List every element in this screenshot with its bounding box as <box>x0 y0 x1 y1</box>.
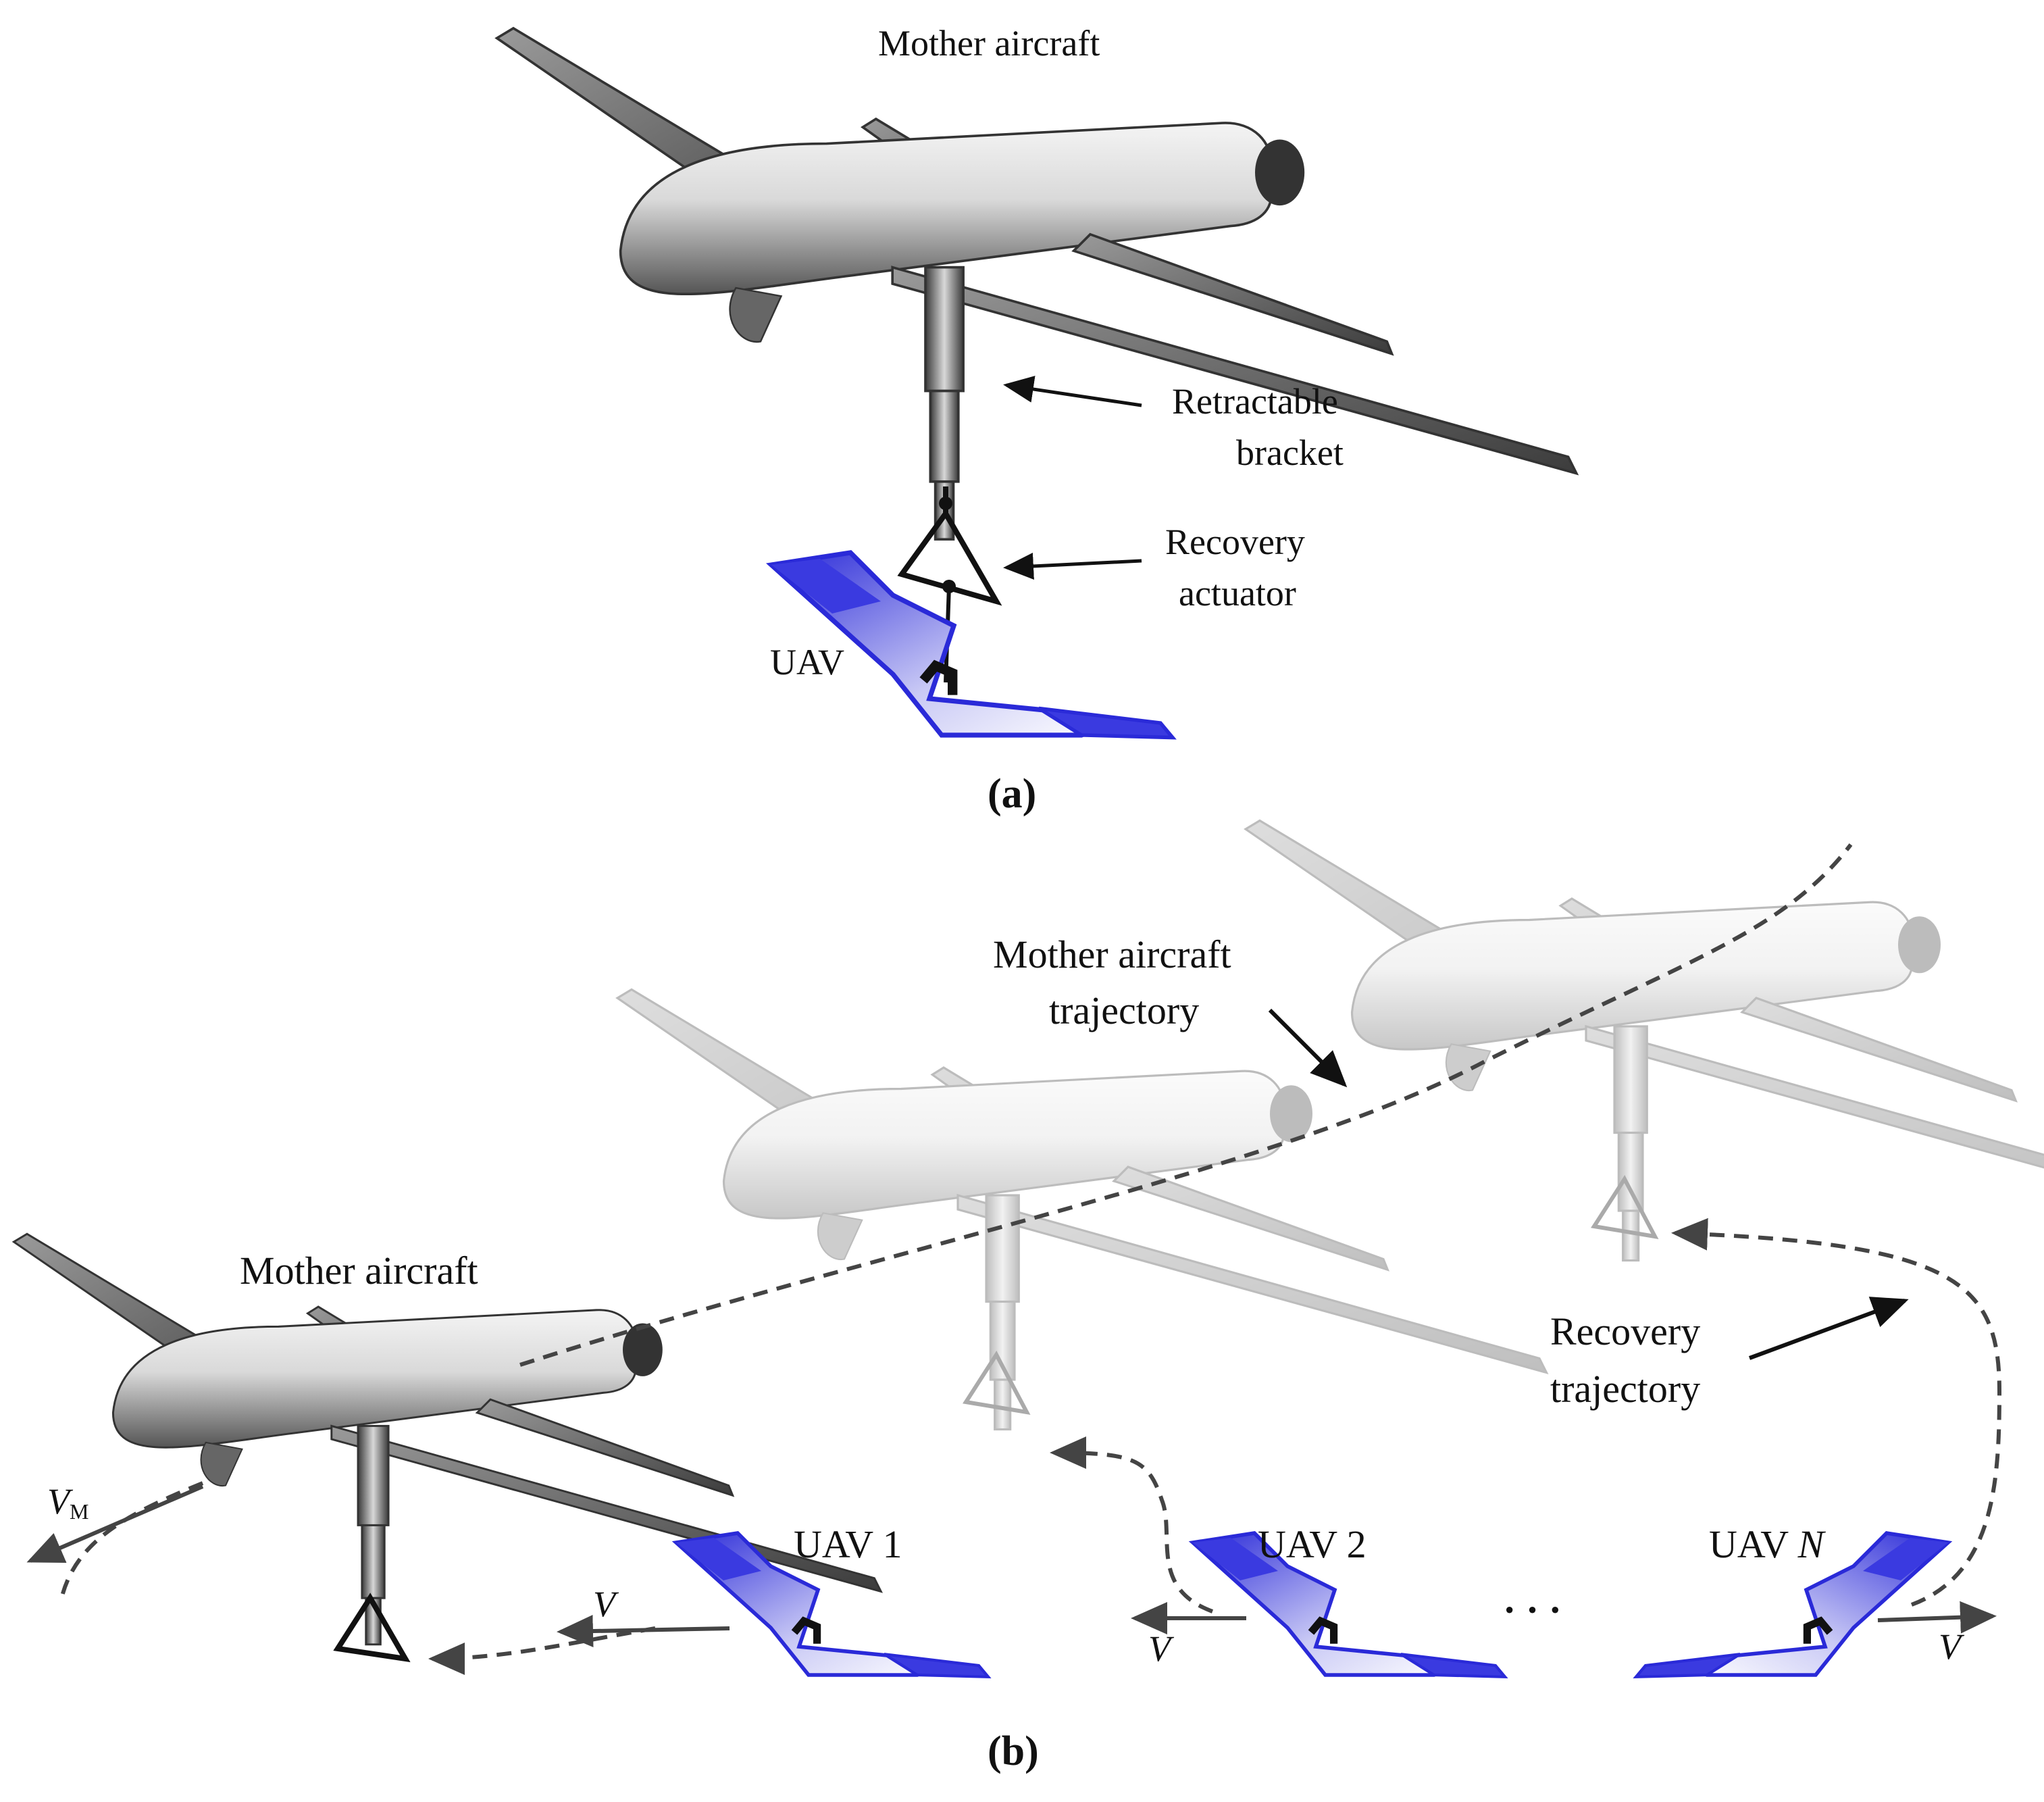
retractable-label-1: Retractable <box>1172 381 1338 422</box>
panel-b-caption: (b) <box>988 1728 1039 1774</box>
mother-trajectory-arrow <box>1268 1008 1348 1088</box>
recovery-actuator-label-2: actuator <box>1179 573 1296 614</box>
uav-ellipsis: · · · <box>1503 1588 1562 1632</box>
panel-a: Mother aircraft Retractable bracket Reco… <box>495 23 1578 817</box>
recovery-actuator-label-1: Recovery <box>1165 522 1305 562</box>
mother-aircraft-b-label: Mother aircraft <box>240 1249 478 1293</box>
mother-aircraft-a-icon <box>495 26 1578 541</box>
panel-b: Mother aircraft trajectory Mother aircra… <box>12 819 2044 1774</box>
v-label-1: V <box>593 1584 619 1624</box>
recovery-trajectory-arrow <box>1748 1297 1909 1360</box>
recovery-actuator-arrow <box>1003 553 1142 580</box>
vm-label: VM <box>47 1481 88 1524</box>
v-label-n: V <box>1939 1626 1965 1667</box>
recovery-path-n <box>1671 1218 2002 1607</box>
retractable-bracket-arrow <box>1003 376 1142 407</box>
uav-a-label: UAV <box>770 642 844 682</box>
recovery-actuator-b-icon <box>333 1593 411 1663</box>
mother-trajectory-label-2: trajectory <box>1049 988 1199 1032</box>
mother-trajectory-path <box>519 843 1853 1367</box>
vm-arrow <box>26 1484 204 1563</box>
uav-2-label: UAV 2 <box>1258 1522 1366 1566</box>
uav-1-label: UAV 1 <box>794 1522 902 1566</box>
ghost-aircraft-2-icon <box>616 988 1548 1431</box>
uavn-velocity-arrow <box>1877 1601 1997 1634</box>
mother-trajectory-label-1: Mother aircraft <box>993 932 1231 976</box>
recovery-path-1 <box>428 1626 656 1675</box>
panel-a-caption: (a) <box>988 771 1036 817</box>
recovery-path-2 <box>1050 1436 1214 1613</box>
uav-n-label: UAV N <box>1709 1522 1826 1566</box>
v-label-2: V <box>1148 1628 1175 1669</box>
mother-aircraft-a-label: Mother aircraft <box>878 23 1100 64</box>
recovery-trajectory-label-1: Recovery <box>1550 1309 1700 1353</box>
retractable-label-2: bracket <box>1236 432 1344 473</box>
ghost-aircraft-3-icon <box>1244 819 2044 1262</box>
recovery-trajectory-label-2: trajectory <box>1550 1367 1700 1411</box>
